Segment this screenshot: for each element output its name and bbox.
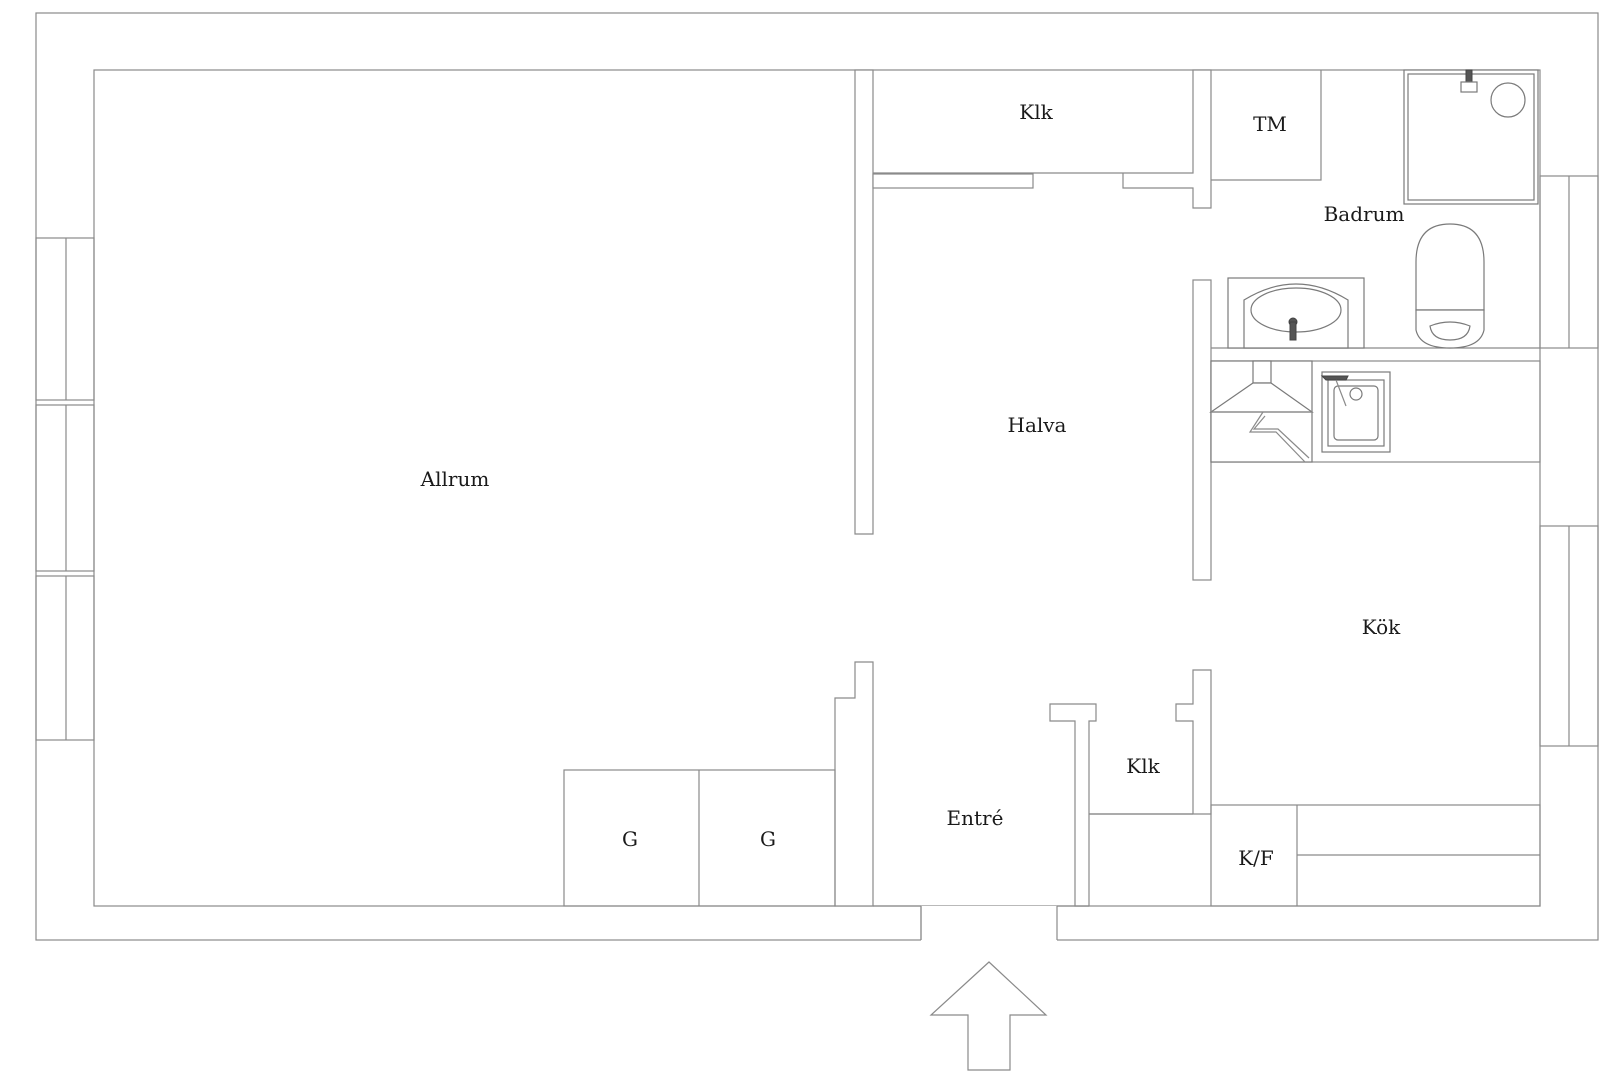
room-label-g1: G <box>622 827 638 851</box>
right-windows <box>1539 175 1599 747</box>
room-label-entre: Entré <box>947 806 1004 830</box>
room-label-g2: G <box>760 827 776 851</box>
shower-icon <box>1403 69 1539 205</box>
toilet-icon <box>1415 223 1485 349</box>
entrance-opening <box>920 906 1058 942</box>
room-label-allrum: Allrum <box>420 467 490 491</box>
kitchen-sink-icon <box>1320 371 1391 453</box>
room-label-badrum: Badrum <box>1324 202 1405 226</box>
room-label-klk-bottom: Klk <box>1126 754 1160 778</box>
left-windows <box>35 237 95 741</box>
room-label-kf: K/F <box>1238 846 1274 870</box>
room-label-kok: Kök <box>1362 615 1401 639</box>
room-labels: Allrum Klk TM Badrum Halva Kök Klk Entré… <box>420 100 1405 870</box>
kf-cabinets <box>1210 804 1541 907</box>
interior-walls <box>834 69 1212 907</box>
entrance-arrow-icon <box>929 961 1048 1071</box>
exterior-walls <box>35 12 1599 941</box>
entre-walls <box>873 905 1075 940</box>
bathroom-sink-icon <box>1227 277 1365 349</box>
wardrobes <box>563 769 836 907</box>
tm-closet <box>1211 70 1322 181</box>
stove-hood-icon <box>1209 360 1314 463</box>
room-label-tm: TM <box>1253 112 1287 136</box>
room-label-klk-top: Klk <box>1019 100 1053 124</box>
room-label-halva: Halva <box>1008 413 1067 437</box>
